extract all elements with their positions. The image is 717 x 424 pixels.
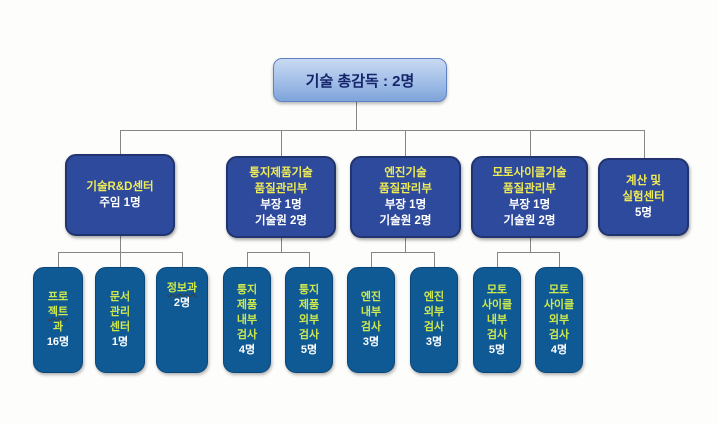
node-title-line: 검사 (236, 328, 258, 341)
node-tungji-internal-inspection: 퉁지 제품 내부 검사 4명 (223, 267, 271, 373)
node-title-line: 퉁지 (298, 283, 320, 296)
node-count-label: 3명 (362, 336, 380, 348)
node-tungji-external-inspection: 퉁지 제품 외부 검사 5명 (285, 267, 333, 373)
node-title-line: 엔진 (360, 291, 382, 303)
node-sub-line: 기술원 2명 (503, 215, 556, 227)
node-title-line: 검사 (298, 328, 320, 341)
connector-main-bus (120, 130, 645, 131)
node-engine-external-inspection: 엔진 외부 검사 3명 (410, 267, 458, 373)
node-sub-line: 5명 (635, 207, 652, 219)
connector-drop-dept-4 (530, 130, 531, 156)
node-motorcycle-tech-qc: 모토사이클기술 품질관리부 부장 1명 기술원 2명 (471, 156, 588, 238)
node-engine-tech-qc: 엔진기술 품질관리부 부장 1명 기술원 2명 (350, 156, 461, 238)
node-engine-internal-inspection: 엔진 내부 검사 3명 (347, 267, 395, 373)
node-title-line: 사이클 (543, 298, 575, 311)
node-count-label: 3명 (425, 336, 443, 348)
node-sub-line: 기술원 2명 (255, 215, 307, 227)
node-count-label: 5명 (488, 343, 506, 356)
node-title-line: 퉁지제품기술 (249, 167, 313, 179)
node-title-line: 문서 (109, 291, 131, 303)
node-title-line: 내부 (360, 306, 382, 318)
node-project-team: 프로 젝트 과 16명 (33, 267, 83, 373)
node-info-team: 정보과 2명 (156, 267, 208, 373)
connector-group4-drop-1 (497, 252, 498, 267)
connector-group4-bus (497, 252, 559, 253)
node-title-line: 모토 (548, 283, 570, 296)
node-title-line: 모토사이클기술 (492, 167, 567, 179)
connector-group2-drop-2 (309, 252, 310, 267)
node-tungji-product-tech-qc: 퉁지제품기술 품질관리부 부장 1명 기술원 2명 (226, 156, 336, 238)
node-motorcycle-external-inspection: 모토 사이클 외부 검사 4명 (535, 267, 583, 373)
node-title-line: 센터 (109, 321, 131, 333)
node-title-line: 외부 (298, 313, 320, 326)
node-title-line: 내부 (486, 313, 508, 326)
node-title-line: 품질관리부 (503, 183, 556, 195)
node-sub-line: 부장 1명 (260, 199, 302, 211)
connector-drop-dept-1 (120, 130, 121, 154)
node-title-line: 젝트 (47, 306, 69, 318)
node-count-label: 4명 (238, 343, 256, 356)
connector-group3-drop-1 (371, 252, 372, 267)
node-sub-line: 부장 1명 (508, 199, 551, 211)
node-count-label: 4명 (550, 343, 568, 356)
node-title-line: 외부 (548, 313, 570, 326)
connector-group1-drop-2 (120, 252, 121, 267)
node-count-label: 1명 (111, 336, 129, 348)
connector-group3-stem (405, 238, 406, 252)
node-title-line: 퉁지 (236, 283, 258, 296)
node-title-line: 엔진기술 (384, 167, 427, 179)
node-title-line: 제품 (298, 298, 320, 311)
connector-group2-bus (247, 252, 309, 253)
node-title-line: 실험센터 (622, 191, 665, 203)
node-calc-experiment-center: 계산 및 실험센터 5명 (598, 158, 689, 236)
node-title-line: 프로 (47, 291, 69, 303)
connector-group3-drop-2 (434, 252, 435, 267)
node-title-line: 품질관리부 (254, 183, 308, 195)
node-title-line: 검사 (360, 321, 382, 333)
node-technical-director: 기술 총감독 : 2명 (273, 58, 447, 102)
node-title-line: 검사 (486, 328, 508, 341)
connector-root-drop (356, 102, 357, 130)
connector-drop-dept-5 (644, 130, 645, 158)
node-title-line: 엔진 (423, 291, 445, 303)
node-count-label: 16명 (46, 336, 70, 348)
node-title-line: 기술R&D센터 (86, 181, 154, 193)
connector-group1-drop-1 (58, 252, 59, 267)
connector-group2-drop-1 (247, 252, 248, 267)
node-title-line: 검사 (423, 321, 445, 333)
node-sub-line: 기술원 2명 (379, 215, 432, 227)
connector-group1-stem (120, 236, 121, 252)
connector-group4-drop-2 (559, 252, 560, 267)
node-title-line: 모토 (486, 283, 508, 296)
node-title-line: 제품 (236, 298, 258, 311)
node-count-label: 2명 (173, 297, 191, 309)
node-title-line: 계산 및 (626, 175, 661, 187)
node-title-line: 관리 (109, 306, 131, 318)
node-motorcycle-internal-inspection: 모토 사이클 내부 검사 5명 (473, 267, 521, 373)
node-title-line: 검사 (548, 328, 570, 341)
connector-group2-stem (281, 238, 282, 252)
node-tech-rnd-center: 기술R&D센터 주임 1명 (65, 154, 175, 236)
node-sub-line: 부장 1명 (384, 199, 427, 211)
node-title-line: 품질관리부 (379, 183, 432, 195)
node-sub-line: 주임 1명 (99, 197, 141, 209)
connector-group1-drop-3 (182, 252, 183, 267)
connector-group4-stem (530, 238, 531, 252)
node-count-label: 5명 (300, 343, 318, 356)
node-title-line: 정보과 (166, 282, 198, 294)
node-title-line: 과 (52, 321, 64, 333)
node-document-mgmt-center: 문서 관리 센터 1명 (95, 267, 145, 373)
connector-drop-dept-2 (281, 130, 282, 156)
connector-drop-dept-3 (405, 130, 406, 156)
node-title-line: 사이클 (481, 298, 513, 311)
node-technical-director-label: 기술 총감독 : 2명 (305, 72, 415, 90)
node-title-line: 외부 (423, 306, 445, 318)
connector-group3-bus (371, 252, 434, 253)
node-title-line: 내부 (236, 313, 258, 326)
